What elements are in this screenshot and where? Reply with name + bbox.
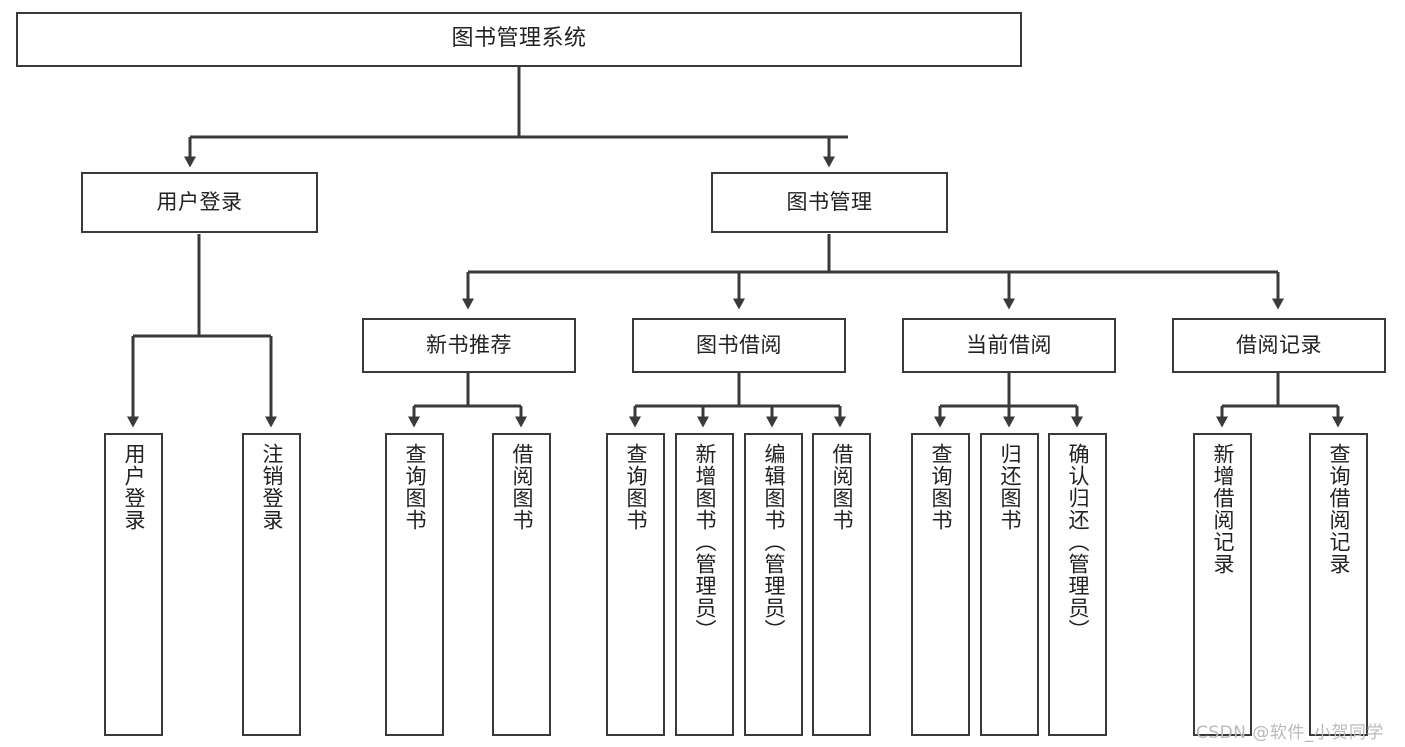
- node-label: 借阅图书: [509, 443, 534, 531]
- node-label: 用户登录: [121, 443, 146, 531]
- leaf-current-borrow-confirm-return[interactable]: 确认归还（管理员）: [1048, 433, 1107, 736]
- node-book-borrow[interactable]: 图书借阅: [632, 318, 846, 373]
- node-current-borrow[interactable]: 当前借阅: [902, 318, 1116, 373]
- node-label: 新书推荐: [426, 332, 512, 357]
- leaf-current-borrow-return[interactable]: 归还图书: [980, 433, 1039, 736]
- node-label: 图书借阅: [696, 332, 782, 357]
- leaf-book-borrow-edit[interactable]: 编辑图书（管理员）: [744, 433, 803, 736]
- leaf-current-borrow-query[interactable]: 查询图书: [911, 433, 970, 736]
- node-label: 图书管理: [786, 189, 873, 214]
- node-new-book-recommend[interactable]: 新书推荐: [362, 318, 576, 373]
- node-label: 图书管理系统: [451, 26, 587, 52]
- leaf-borrow-record-query[interactable]: 查询借阅记录: [1309, 433, 1368, 736]
- leaf-book-borrow-query[interactable]: 查询图书: [606, 433, 665, 736]
- node-label: 借阅图书: [829, 443, 854, 531]
- node-label: 归还图书: [997, 443, 1022, 531]
- node-label: 新增图书（管理员）: [692, 443, 717, 641]
- node-label: 借阅记录: [1236, 332, 1322, 357]
- leaf-user-login-logout[interactable]: 注销登录: [242, 433, 301, 736]
- leaf-book-borrow-add[interactable]: 新增图书（管理员）: [675, 433, 734, 736]
- node-user-login[interactable]: 用户登录: [81, 172, 318, 233]
- node-label: 编辑图书（管理员）: [761, 443, 786, 641]
- leaf-user-login-login[interactable]: 用户登录: [104, 433, 163, 736]
- leaf-book-borrow-borrow[interactable]: 借阅图书: [812, 433, 871, 736]
- node-label: 查询图书: [928, 443, 953, 531]
- node-label: 用户登录: [156, 189, 243, 214]
- leaf-new-book-query[interactable]: 查询图书: [385, 433, 444, 736]
- node-root-book-management-system[interactable]: 图书管理系统: [16, 12, 1022, 67]
- node-label: 查询借阅记录: [1326, 443, 1351, 575]
- node-label: 注销登录: [259, 443, 284, 531]
- node-label: 新增借阅记录: [1210, 443, 1235, 575]
- node-label: 确认归还（管理员）: [1065, 443, 1090, 641]
- node-label: 当前借阅: [966, 332, 1052, 357]
- node-label: 查询图书: [402, 443, 427, 531]
- node-borrow-record[interactable]: 借阅记录: [1172, 318, 1386, 373]
- leaf-new-book-borrow[interactable]: 借阅图书: [492, 433, 551, 736]
- csdn-watermark: CSDN @软件_小贺同学: [1196, 723, 1384, 743]
- leaf-borrow-record-add[interactable]: 新增借阅记录: [1193, 433, 1252, 736]
- node-book-management[interactable]: 图书管理: [711, 172, 948, 233]
- node-label: 查询图书: [623, 443, 648, 531]
